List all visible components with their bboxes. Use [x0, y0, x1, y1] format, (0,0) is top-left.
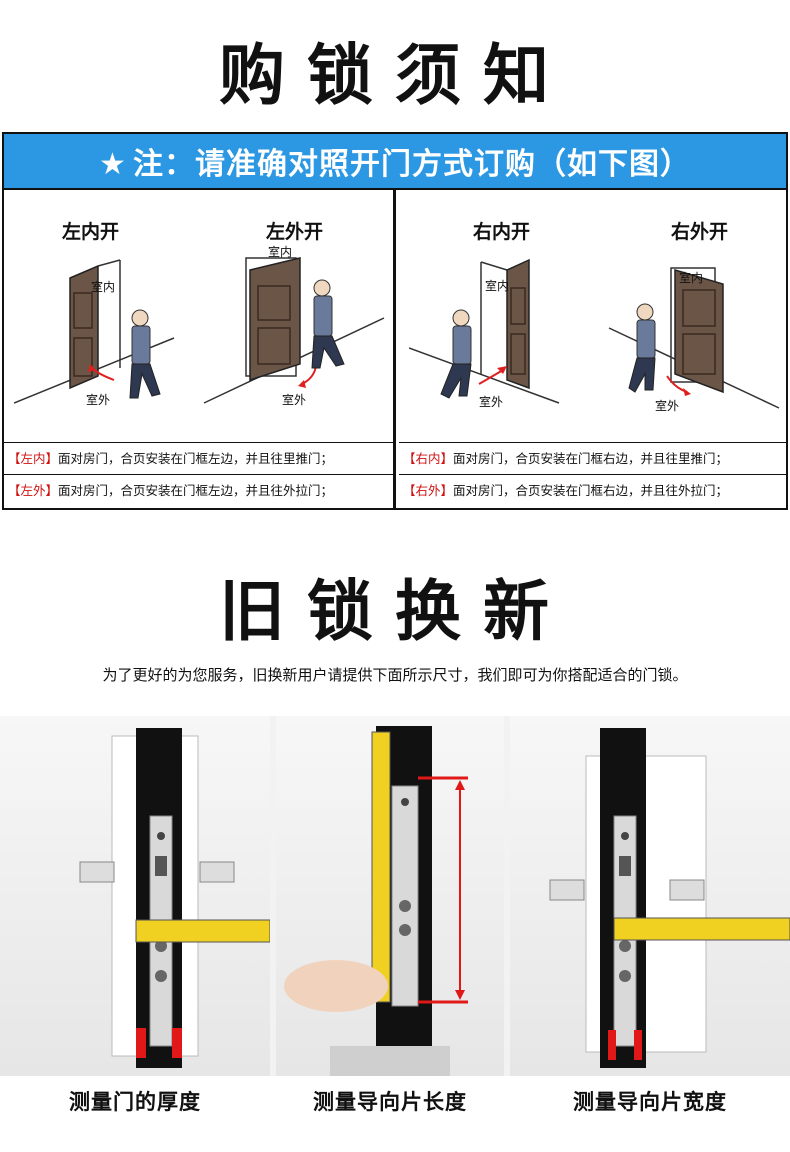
notice-text: 注：请准确对照开门方式订购（如下图）	[132, 147, 691, 182]
right-door-section: 右内开 室内 室外 右外开 室内	[399, 190, 786, 508]
room-in-label: 室内	[679, 270, 703, 285]
door-shape	[69, 264, 99, 390]
section-title-replace-old-lock: 旧锁换新	[219, 572, 571, 650]
replacement-note: 为了更好的为您服务，旧换新用户请提供下面所示尺寸，我们即可为你搭配适合的门锁。	[102, 666, 688, 684]
section-title-buying-notes: 购锁须知	[219, 36, 571, 114]
room-out-label: 室外	[282, 392, 306, 407]
door-shape	[249, 257, 301, 382]
label-faceplate-width: 测量导向片宽度	[573, 1090, 727, 1114]
room-out-label: 室外	[86, 392, 110, 407]
star-icon: ★	[99, 147, 127, 182]
room-out-label: 室外	[479, 394, 503, 409]
opening-direction-panel: ★注：请准确对照开门方式订购（如下图） 左内开 室内 室外 左外开	[2, 132, 788, 510]
caption-right-in: 【右内】面对房门，合页安装在门框右边，并且往里推门；	[399, 442, 786, 474]
photo-faceplate-width	[510, 716, 790, 1076]
room-in-label: 室内	[268, 244, 292, 259]
photo-faceplate-length	[276, 716, 504, 1076]
right-door-illustrations: 右内开 室内 室外 右外开 室内	[399, 190, 786, 440]
measurement-photos	[0, 716, 790, 1076]
caption-left-in: 【左内】面对房门，合页安装在门框左边，并且往里推门；	[4, 442, 393, 474]
room-in-label: 室内	[485, 278, 509, 293]
door-label-right-out: 右外开	[670, 220, 728, 243]
room-in-label: 室内	[91, 279, 115, 294]
label-door-thickness: 测量门的厚度	[69, 1090, 201, 1114]
room-out-label: 室外	[655, 398, 679, 413]
door-label-right-in: 右内开	[472, 220, 530, 243]
notice-banner: ★注：请准确对照开门方式订购（如下图）	[4, 134, 786, 190]
door-shape	[674, 269, 724, 394]
left-door-illustrations: 左内开 室内 室外 左外开	[4, 190, 393, 440]
label-faceplate-length: 测量导向片长度	[313, 1090, 467, 1114]
door-label-left-out: 左外开	[266, 220, 323, 243]
caption-right-out: 【右外】面对房门，合页安装在门框右边，并且往外拉门；	[399, 474, 786, 506]
left-door-section: 左内开 室内 室外 左外开	[4, 190, 396, 508]
caption-left-out: 【左外】面对房门，合页安装在门框左边，并且往外拉门；	[4, 474, 393, 506]
photo-door-thickness	[0, 716, 270, 1076]
door-label-left-in: 左内开	[62, 220, 119, 243]
